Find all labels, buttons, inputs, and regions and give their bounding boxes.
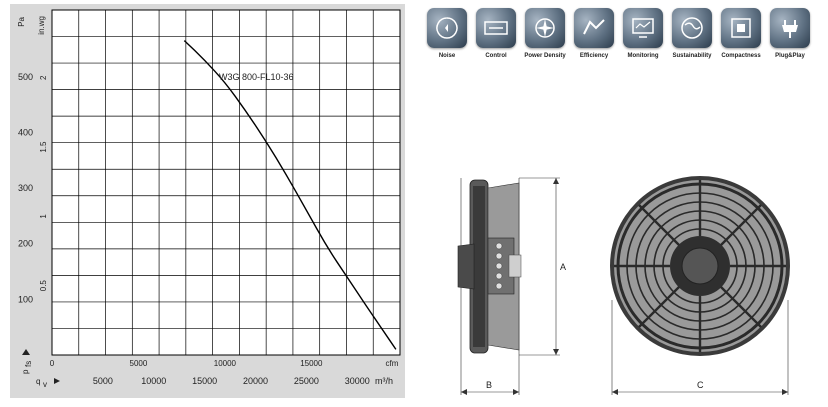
pressure-arrow-icon [22,349,30,355]
dimension-c-label: C [697,380,704,390]
y-tick-label-pa: 200 [18,239,33,249]
feature-badge-power-density: Power Density [522,6,568,64]
feature-badge-label: Monitoring [627,53,659,59]
pressure-subscript: fs [24,361,33,367]
grid [52,10,400,355]
y-tick-label-inwg: 1 [39,214,48,219]
pressure-symbol: p [21,369,30,374]
feature-badges: Noise Control Power Density Efficiency Monit… [424,6,824,66]
x-tick-label-m3h: 25000 [294,376,319,386]
x-tick-label-m3h: 10000 [141,376,166,386]
sustainability-icon [672,8,712,48]
flow-arrow-icon [54,378,60,384]
feature-badge-noise: Noise [424,6,470,64]
y-tick-label-pa: 400 [18,127,33,137]
y-tick-label-inwg: 2 [39,75,48,80]
efficiency-icon [574,8,614,48]
flow-subscript: v [43,380,47,389]
feature-badge-label: Sustainability [672,53,712,59]
y-tick-label-pa: 100 [18,294,33,304]
x-tick-label-cfm: cfm [386,359,399,368]
series-label: W3G 800-FL10-36 [219,72,294,82]
feature-badge-label: Noise [438,53,456,59]
monitoring-icon [623,8,663,48]
y-tick-label-inwg: 1.5 [39,141,48,153]
feature-badge-sustainability: Sustainability [669,6,715,64]
feature-badge-label: Compactness [721,53,761,59]
y-tick-label-pa: 300 [18,183,33,193]
flow-corner-label: q v [36,377,60,389]
flow-symbol: q [36,377,40,386]
power-density-icon [525,8,565,48]
noise-icon [427,8,467,48]
x-tick-label-m3h: 20000 [243,376,268,386]
feature-badge-label: Efficiency [579,53,609,59]
y-unit-pa: Pa [17,16,26,26]
compactness-icon [721,8,761,48]
dimension-a-label: A [560,262,566,272]
feature-badge-control: Control [473,6,519,64]
x-tick-label-m3h: m³/h [375,376,393,386]
feature-badge-label: Control [485,53,507,59]
feature-badge-monitoring: Monitoring [620,6,666,64]
y-tick-label-pa: 500 [18,72,33,82]
x-tick-label-cfm: 5000 [130,359,148,368]
pressure-corner-label: p fs [21,349,33,374]
y-tick-label-inwg: 0.5 [39,280,48,292]
feature-badge-compactness: Compactness [718,6,764,64]
x-tick-label-cfm: 10000 [214,359,237,368]
dimension-b-label: B [486,380,492,390]
front-view-drawing: C [610,176,790,395]
feature-badge-label: Power Density [524,53,566,59]
feature-badge-plug-play: Plug&Play [767,6,813,64]
feature-badge-efficiency: Efficiency [571,6,617,64]
y-unit-inwg: in.wg [37,16,46,35]
control-icon [476,8,516,48]
series-line-w3g-800 [183,40,397,350]
fan-performance-chart: 100 200 300 400 500 0.5 1 1.5 2 0 5000 10000 15000 cf… [10,4,405,398]
x-tick-label-m3h: 5000 [93,376,113,386]
plot-area [51,9,401,356]
x-tick-label-m3h: 15000 [192,376,217,386]
tick-labels: 100 200 300 400 500 0.5 1 1.5 2 0 5000 10000 15000 cf… [18,72,399,386]
side-view-drawing: A B [457,177,566,395]
x-tick-label-cfm: 0 [50,359,55,368]
x-tick-label-cfm: 15000 [300,359,323,368]
x-tick-label-m3h: 30000 [345,376,370,386]
plug-play-icon [770,8,810,48]
feature-badge-label: Plug&Play [775,53,805,59]
